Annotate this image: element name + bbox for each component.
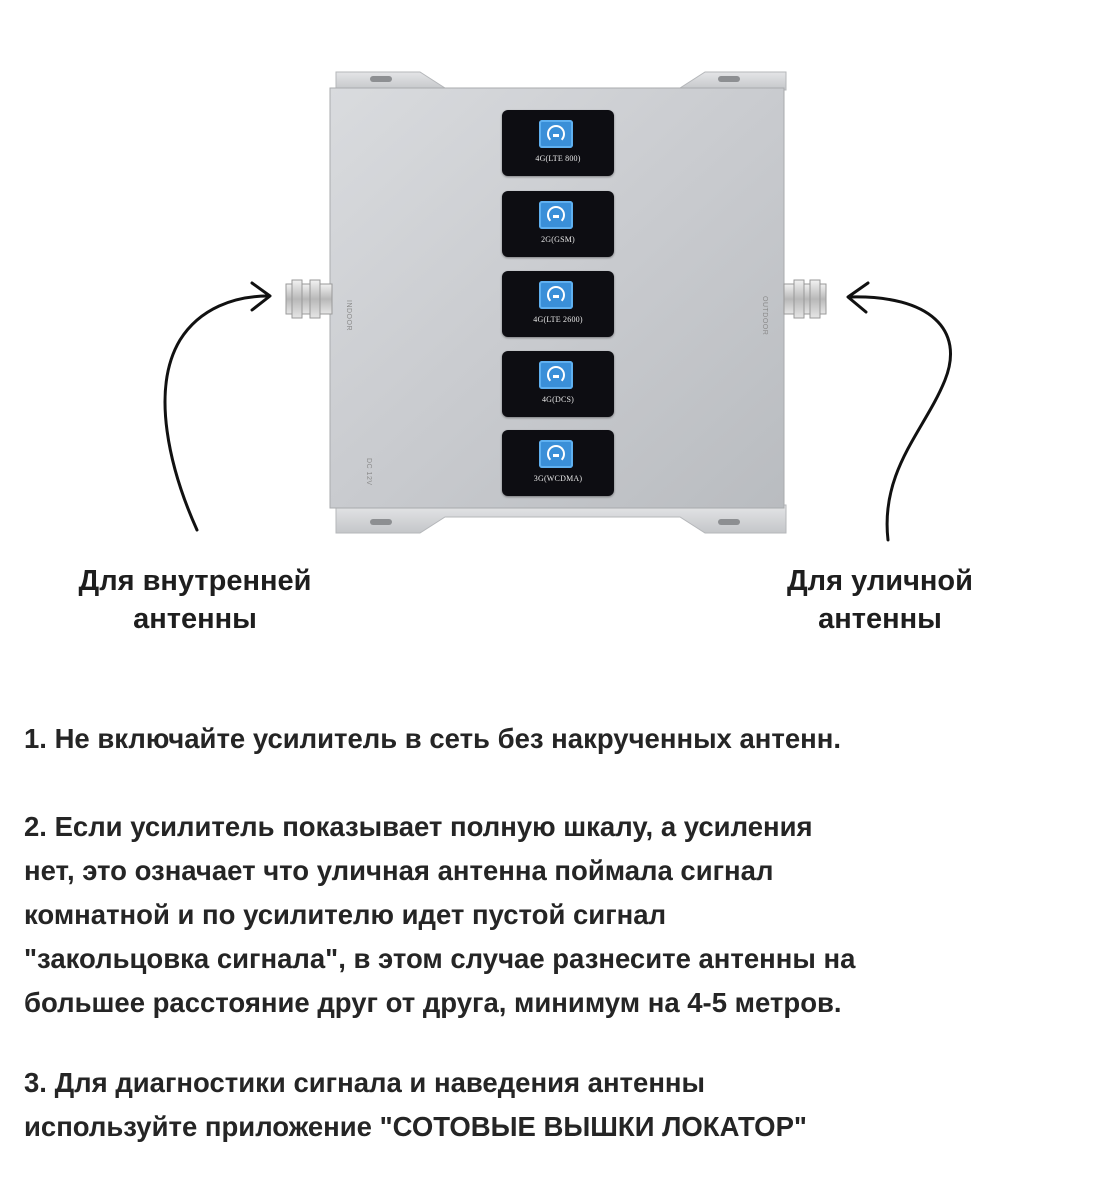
signal-icon: [539, 281, 573, 309]
band-label: 2G(GSM): [541, 235, 575, 244]
band-panel-gsm: 2G(GSM): [502, 191, 614, 257]
instruction-3: 3. Для диагностики сигнала и наведения а…: [24, 1067, 807, 1142]
band-panel-lte2600: 4G(LTE 2600): [502, 271, 614, 337]
instruction-1: 1. Не включайте усилитель в сеть без нак…: [24, 723, 842, 754]
band-label: 4G(LTE 800): [535, 154, 581, 163]
signal-icon: [539, 201, 573, 229]
outdoor-connector: [783, 279, 827, 319]
band-panel-dcs: 4G(DCS): [502, 351, 614, 417]
band-label: 3G(WCDMA): [533, 474, 583, 483]
power-label: DC 12V: [365, 458, 372, 486]
indoor-port-label: INDOOR: [345, 300, 352, 331]
signal-icon: [539, 120, 573, 148]
band-panel-wcdma: 3G(WCDMA): [502, 430, 614, 496]
band-label: 4G(DCS): [541, 395, 575, 404]
instruction-2: 2. Если усилитель показывает полную шкал…: [24, 811, 856, 1018]
signal-icon: [539, 361, 573, 389]
indoor-connector: [285, 279, 333, 319]
arrow-to-indoor-icon: [163, 281, 272, 532]
band-label: 4G(LTE 2600): [533, 315, 583, 324]
signal-icon: [539, 440, 573, 468]
top-flange: [335, 71, 787, 91]
bottom-flange: [335, 504, 787, 534]
indoor-antenna-caption: Для внутренней антенны: [78, 565, 312, 635]
band-panel-lte800: 4G(LTE 800): [502, 110, 614, 176]
outdoor-port-label: OUTDOOR: [761, 296, 768, 336]
outdoor-antenna-caption: Для уличной антенны: [787, 565, 973, 635]
arrow-to-outdoor-icon: [846, 281, 952, 542]
